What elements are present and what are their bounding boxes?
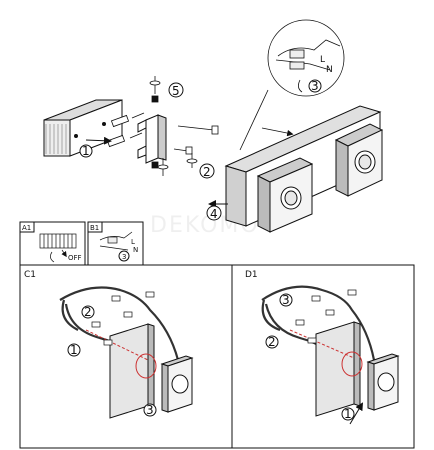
step-2-badge (199, 163, 215, 179)
off-label: OFF (68, 254, 82, 262)
d1-step-3-badge (279, 293, 293, 307)
c1-highlight-ring (135, 353, 157, 379)
wall-block (43, 99, 123, 157)
c1-step-3-badge (143, 403, 157, 417)
mounting-bracket (137, 114, 167, 164)
d1-wall-plate (315, 321, 400, 417)
d1-step-2-label: 2 (268, 335, 276, 349)
d1-step-3-label: 3 (282, 293, 290, 307)
step-5-label: 5 (172, 84, 180, 98)
d1-step-2-badge (265, 335, 279, 349)
b1-n-letter: N (133, 246, 138, 254)
circuit-breaker (39, 233, 77, 263)
d1-highlight-ring (341, 351, 363, 377)
d1-step-1-label: 1 (344, 407, 352, 421)
step-4-label: 4 (210, 207, 218, 221)
d1-step-1-badge (341, 407, 355, 421)
inset-step-3-label: 3 (311, 79, 319, 93)
d1-arrow-1 (349, 402, 364, 425)
b1-step-3-label: 3 (122, 253, 126, 261)
inset-step-3-badge (308, 79, 322, 93)
c1-connectors (91, 291, 155, 346)
c1-step-2-label: 2 (84, 305, 92, 319)
panel-a1-label: A1 (22, 224, 31, 232)
inset-pointer (239, 89, 269, 151)
lower-screws (151, 153, 198, 176)
panel-c1-label: C1 (24, 270, 36, 280)
top-screw-5 (149, 76, 161, 103)
arrow-1 (85, 136, 112, 145)
c1-step-1-label: 1 (70, 343, 78, 357)
wall-lamp (224, 105, 384, 233)
c1-red-guide (85, 329, 149, 361)
c1-wall-plate (109, 323, 194, 419)
connector-inset (267, 19, 345, 97)
b1-step-3-badge (118, 250, 130, 262)
step-5-badge (168, 82, 184, 98)
panel-d1-label: D1 (245, 270, 258, 280)
b1-l-letter: L (131, 238, 135, 246)
panel-b1-label: B1 (90, 224, 99, 232)
d1-connectors (295, 289, 357, 344)
c1-step-1-badge (67, 343, 81, 357)
step-2-label: 2 (203, 165, 211, 179)
c1-step-2-badge (81, 305, 95, 319)
c1-step-3-label: 3 (146, 403, 154, 417)
step-4-badge (206, 205, 222, 221)
d1-red-guide (289, 329, 355, 359)
lamp-mount-arrow (261, 127, 294, 137)
step-1-badge (79, 144, 93, 158)
bracket-screws (173, 125, 219, 155)
step-1-label: 1 (82, 144, 90, 158)
inset-n-letter: N (326, 65, 333, 75)
b1-connector (99, 231, 133, 251)
inset-l-letter: L (320, 55, 325, 65)
